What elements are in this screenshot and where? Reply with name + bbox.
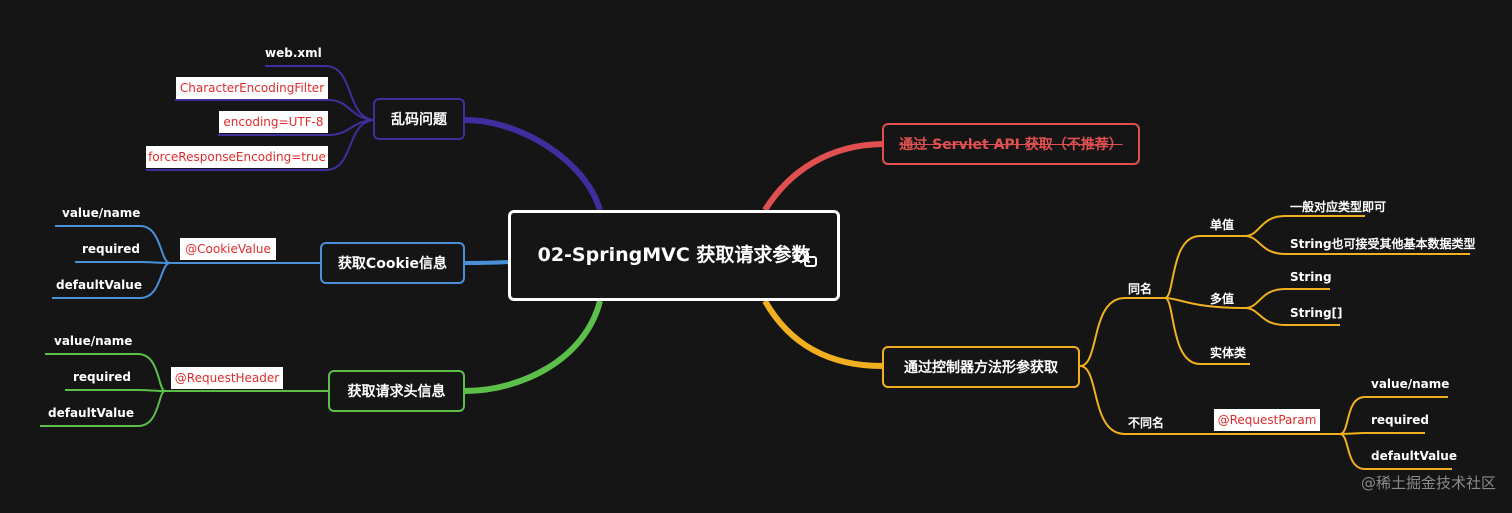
header-annotation-tag[interactable]: @RequestHeader	[171, 367, 283, 389]
connector-single-1	[1244, 215, 1365, 237]
branch-controller-label: 通过控制器方法形参获取	[904, 360, 1058, 376]
same-name-node[interactable]: 同名	[1128, 282, 1153, 296]
connector-multi-1	[1244, 288, 1330, 309]
branch-cookie[interactable]: 获取Cookie信息	[320, 242, 465, 284]
connector-header	[464, 300, 603, 394]
connector-encoding-1	[265, 65, 374, 121]
cookie-leaf-default[interactable]: defaultValue	[56, 278, 142, 292]
cookie-leaf-required[interactable]: required	[82, 242, 140, 256]
connector-single	[1164, 235, 1245, 299]
diff-name-leaf-required[interactable]: required	[1371, 413, 1429, 427]
cookie-leaf-value[interactable]: value/name	[62, 206, 141, 220]
link-icon[interactable]	[794, 249, 820, 277]
header-leaf-default[interactable]: defaultValue	[48, 406, 134, 420]
connector-cookie-3	[52, 262, 171, 299]
diff-name-node[interactable]: 不同名	[1128, 416, 1165, 430]
entity-node[interactable]: 实体类	[1210, 346, 1247, 360]
diff-name-leaf-value[interactable]: value/name	[1371, 377, 1450, 391]
connector-multi-2	[1244, 307, 1340, 326]
connector-cookie	[464, 260, 509, 265]
single-value-item-1[interactable]: 一般对应类型即可	[1290, 200, 1387, 214]
single-value-node[interactable]: 单值	[1210, 218, 1235, 232]
connector-cookie-2	[75, 261, 171, 264]
connector-single-2	[1244, 235, 1470, 255]
multi-value-item-2[interactable]: String[]	[1290, 306, 1343, 320]
connector-diff-name	[1079, 365, 1340, 435]
branch-header-label: 获取请求头信息	[347, 384, 446, 400]
connector-same-name	[1079, 297, 1165, 367]
encoding-leaf-force[interactable]: forceResponseEncoding=true	[146, 146, 328, 168]
encoding-leaf-utf8[interactable]: encoding=UTF-8	[219, 111, 328, 133]
connector-entity	[1164, 297, 1250, 365]
branch-header[interactable]: 获取请求头信息	[328, 370, 465, 412]
multi-value-item-1[interactable]: String	[1290, 270, 1332, 284]
connector-header-2	[65, 389, 166, 392]
branch-cookie-label: 获取Cookie信息	[337, 256, 448, 272]
connector-encoding-4	[146, 119, 374, 171]
connector-diff-2	[1339, 432, 1425, 435]
single-value-item-2[interactable]: String也可接受其他基本数据类型	[1290, 237, 1476, 251]
multi-value-node[interactable]: 多值	[1210, 292, 1235, 306]
watermark: @稀土掘金技术社区	[1360, 474, 1496, 492]
header-leaf-required[interactable]: required	[73, 370, 131, 384]
central-topic[interactable]: 02-SpringMVC 获取请求参数	[508, 210, 840, 301]
connector-controller	[762, 299, 883, 369]
branch-encoding[interactable]: 乱码问题	[373, 98, 465, 140]
branch-controller[interactable]: 通过控制器方法形参获取	[882, 346, 1080, 388]
connector-cookie-1	[55, 225, 171, 264]
connector-encoding-2	[175, 99, 374, 121]
connector-header-1	[45, 353, 166, 392]
cookie-annotation-tag[interactable]: @CookieValue	[180, 238, 276, 260]
diff-name-leaf-default[interactable]: defaultValue	[1371, 449, 1457, 463]
branch-encoding-label: 乱码问题	[391, 112, 447, 128]
header-leaf-value[interactable]: value/name	[54, 334, 133, 348]
encoding-leaf-filter[interactable]: CharacterEncodingFilter	[176, 77, 328, 99]
central-title: 02-SpringMVC 获取请求参数	[537, 244, 811, 266]
connector-diff-1	[1339, 396, 1448, 435]
connector-encoding	[464, 117, 603, 211]
connector-multi	[1164, 297, 1246, 309]
branch-servlet[interactable]: 通过 Servlet API 获取（不推荐）	[882, 123, 1140, 165]
connector-diff-3	[1339, 433, 1452, 470]
branch-servlet-label: 通过 Servlet API 获取（不推荐）	[899, 137, 1123, 153]
encoding-leaf-webxml[interactable]: web.xml	[265, 46, 322, 60]
request-param-tag[interactable]: @RequestParam	[1214, 409, 1320, 431]
connector-header-3	[40, 390, 166, 427]
connector-servlet	[762, 141, 883, 212]
